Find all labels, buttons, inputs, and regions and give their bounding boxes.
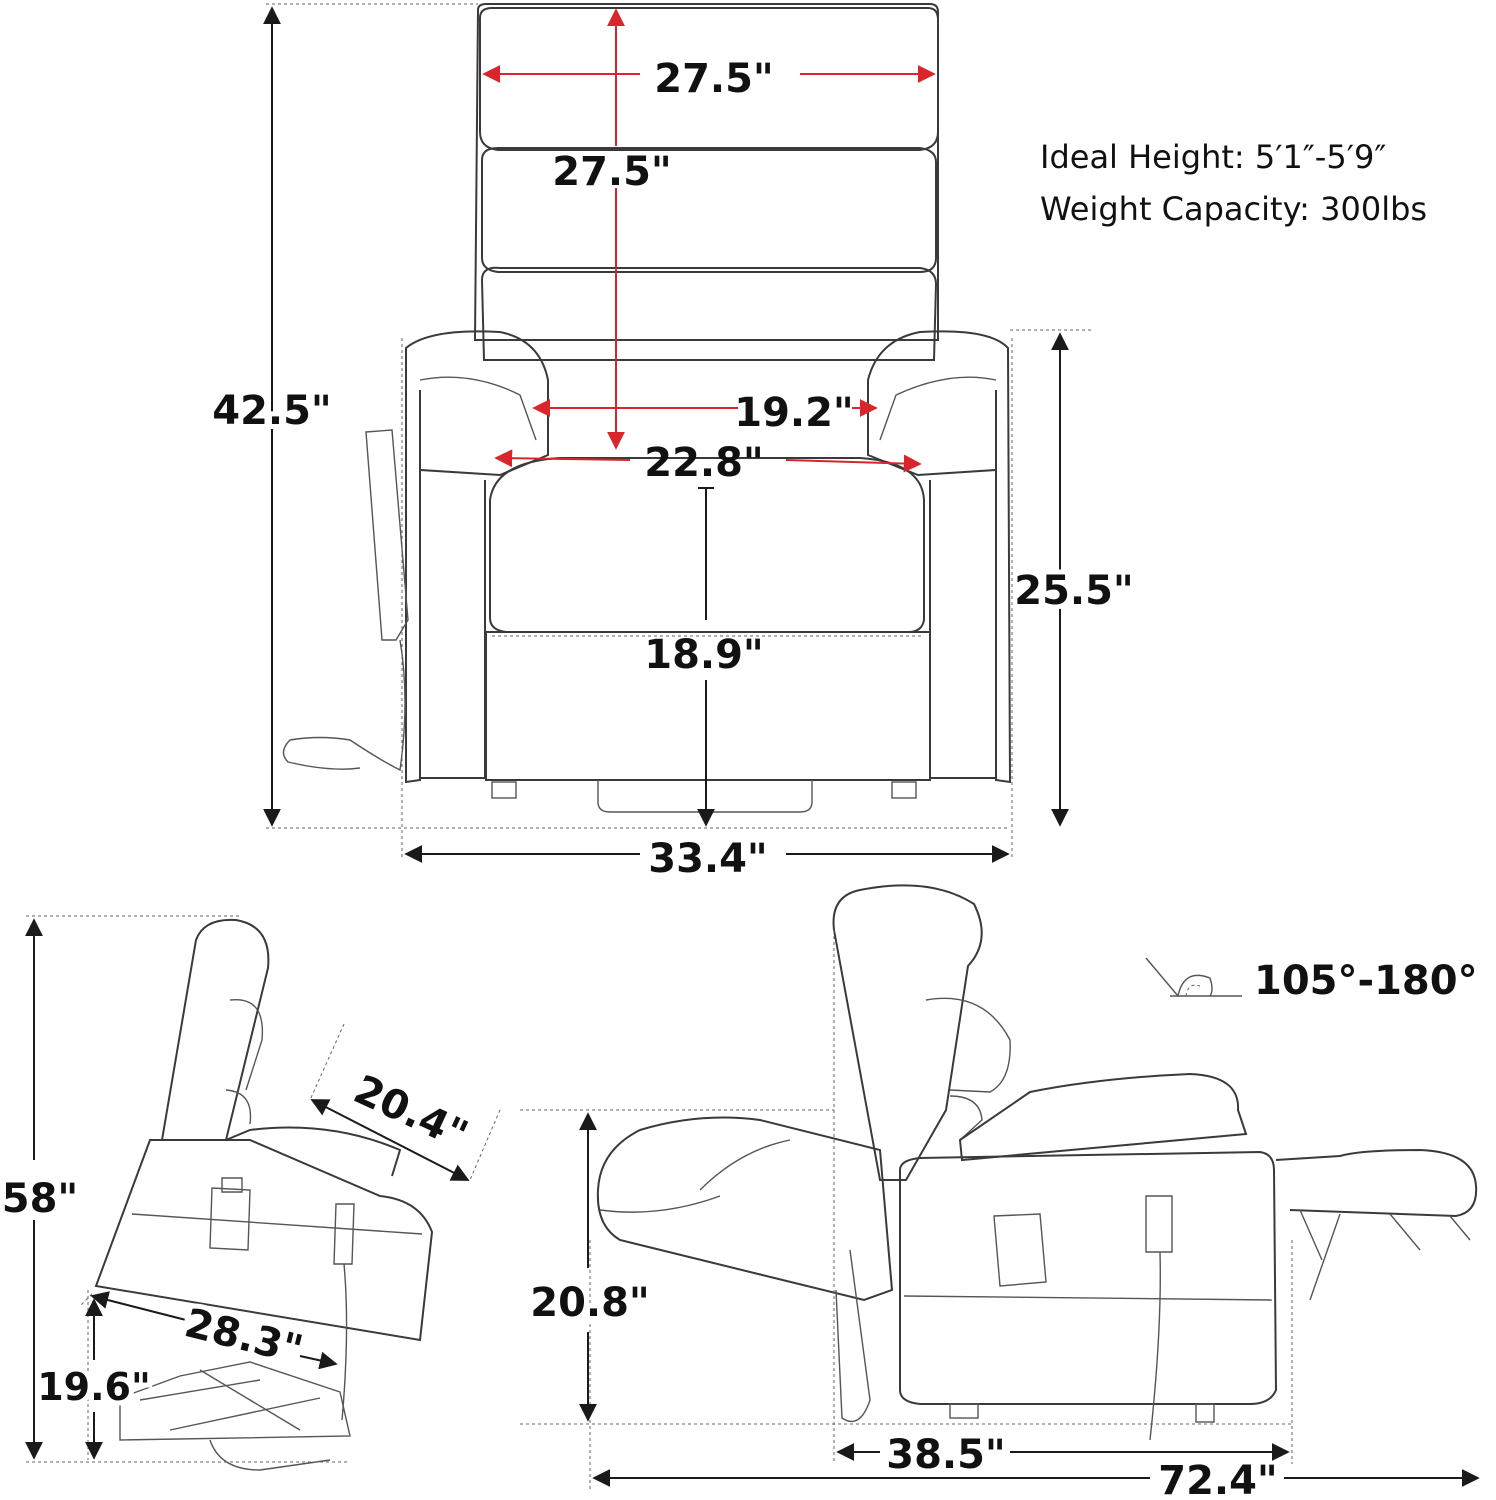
front-view-guides (266, 3, 1094, 860)
front-view-black-dimensions (263, 6, 1069, 863)
recline-dimensions (579, 1112, 1480, 1487)
recline-height-label: 20.8" (530, 1280, 650, 1326)
back-height-label: 27.5" (552, 149, 672, 195)
side-lift-guides (26, 915, 501, 1463)
back-depth-label: 20.4" (347, 1067, 475, 1159)
overall-width-label: 33.4" (648, 836, 768, 882)
seat-width-label: 22.8" (644, 440, 764, 486)
recline-guides (520, 930, 1293, 1490)
full-length-label: 72.4" (1158, 1458, 1278, 1500)
recline-angle-icon (1145, 957, 1242, 997)
side-lift-view-chair (94, 918, 434, 1471)
ideal-height-text: Ideal Height: 5′1″-5′9″ (1040, 138, 1386, 176)
seat-height-label: 18.9" (644, 632, 764, 678)
recline-view-chair (596, 884, 1478, 1441)
weight-capacity-text: Weight Capacity: 300lbs (1040, 190, 1427, 228)
overall-height-label: 42.5" (212, 388, 332, 434)
front-view-red-dimensions (482, 8, 936, 473)
inner-width-label: 19.2" (734, 390, 854, 436)
arm-height-label: 25.5" (1014, 568, 1134, 614)
side-lift-dimensions (25, 918, 470, 1460)
recline-angle-label: 105°-180° (1254, 958, 1478, 1004)
lift-height-label: 58" (2, 1176, 79, 1222)
headrest-width-label: 27.5" (654, 56, 774, 102)
recline-depth-label: 38.5" (886, 1432, 1006, 1478)
base-height-label: 19.6" (37, 1365, 151, 1409)
